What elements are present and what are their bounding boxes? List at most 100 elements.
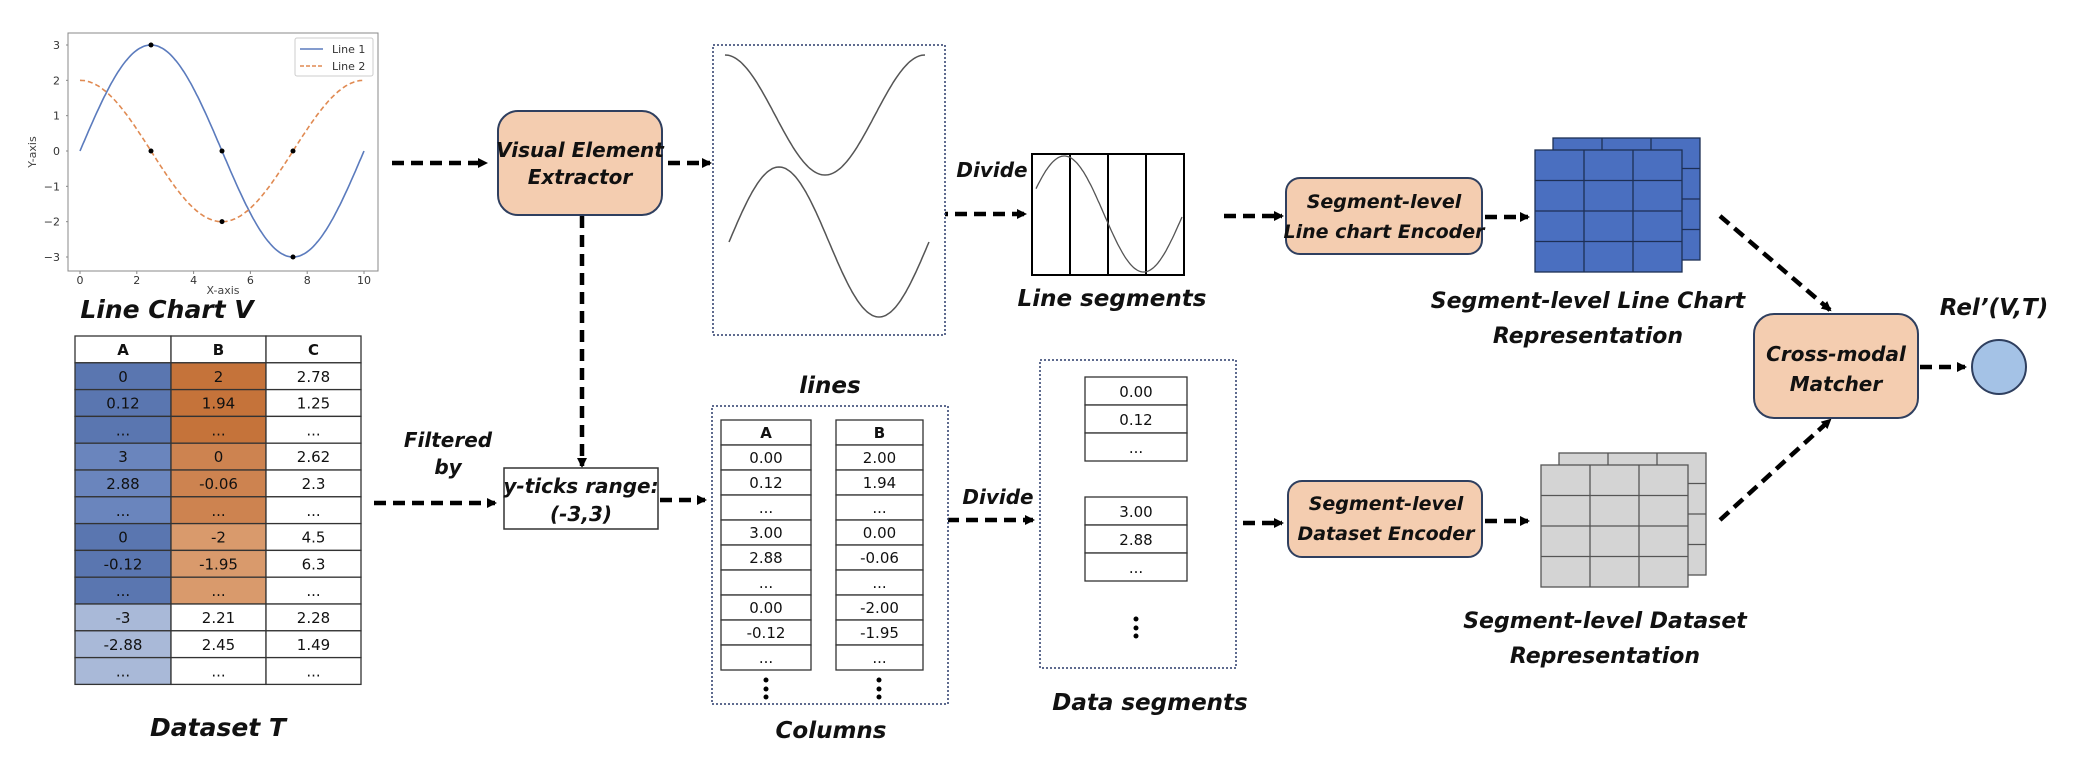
x-axis-label: X-axis (207, 284, 240, 297)
x-tick-label: 8 (304, 274, 311, 287)
data-segments-caption: Data segments (1052, 690, 1248, 716)
table-cell (170, 496, 267, 525)
extracted-line-1 (728, 166, 930, 318)
table-cell-value: 2.45 (202, 636, 235, 654)
rep-chart-caption-line2: Representation (1493, 324, 1683, 349)
table-cell (74, 576, 172, 605)
table-cell-value: 1.49 (297, 636, 330, 654)
table-cell-value: 2.88 (106, 475, 139, 493)
column-cell-value: -1.95 (860, 624, 899, 642)
table-cell-value: 0.12 (106, 395, 139, 413)
table-cell-value: ... (306, 502, 320, 520)
rep-data-caption-line1: Segment-level Dataset (1463, 609, 1748, 634)
table-header-cell (265, 335, 362, 364)
table-cell-value: -0.06 (199, 475, 238, 493)
column-a: A0.000.12...3.002.88...0.00-0.12... (720, 419, 812, 671)
columns-more-dots (763, 677, 882, 700)
table-cell (170, 415, 267, 444)
column-cell (720, 544, 812, 571)
dataset-encoder-label-line1: Segment-level (1309, 493, 1464, 515)
table-header-c: C (308, 341, 319, 359)
table-cell (265, 415, 362, 444)
table-cell (265, 656, 362, 686)
table-cell-value: 2.21 (202, 609, 235, 627)
table-cell-value: 6.3 (302, 555, 326, 573)
columns-caption: Columns (776, 718, 887, 744)
table-cell (265, 630, 362, 659)
extracted-lines-panel (712, 44, 946, 336)
table-cell-value: -3 (116, 609, 131, 627)
dataset-caption: Dataset T (150, 713, 288, 742)
data-segment-cell (1084, 432, 1188, 462)
segment-level-dataset-representation (1540, 452, 1707, 588)
y-tick-label: 2 (53, 74, 60, 87)
segment-level-line-chart-representation (1534, 137, 1701, 273)
y-axis-label: Y-axis (26, 136, 39, 169)
table-cell (74, 388, 172, 418)
column-cell (835, 644, 924, 671)
column-cell-value: 0.12 (749, 474, 782, 492)
y-tick-label: −2 (44, 216, 60, 229)
table-cell (170, 549, 267, 578)
filtered-by-label-line1: Filtered (404, 428, 493, 452)
table-cell (170, 656, 267, 686)
data-segment-value: ... (1129, 559, 1143, 577)
chart-encoder-label-line2: Line chart Encoder (1283, 221, 1486, 243)
filtered-by-label-line2: by (434, 455, 462, 479)
table-cell-value: ... (211, 421, 225, 439)
column-cell-value: 2.88 (749, 549, 782, 567)
matcher-label-line1: Cross-modal (1766, 342, 1907, 366)
legend-line2: Line 2 (332, 60, 365, 73)
y-tick-label: −1 (44, 180, 60, 193)
column-cell-value: ... (872, 649, 886, 667)
data-segment-cell (1084, 552, 1188, 582)
column-cell (835, 469, 924, 496)
y-tick-label: 0 (53, 145, 60, 158)
x-tick-label: 10 (357, 274, 371, 287)
data-segment-value: 0.00 (1119, 383, 1152, 401)
line-chart-caption: Line Chart V (80, 295, 255, 324)
y-tick-label: −3 (44, 251, 60, 264)
column-cell (720, 469, 812, 496)
column-cell-value: 1.94 (863, 474, 896, 492)
column-cell-value: 0.00 (749, 449, 782, 467)
data-segment-value: ... (1129, 439, 1143, 457)
columns-panel: A0.000.12...3.002.88...0.00-0.12... B2.0… (711, 405, 949, 705)
table-header-b: B (213, 341, 224, 359)
data-segment-tables: 0.000.12...3.002.88... (1084, 376, 1188, 582)
table-cell-value: ... (116, 421, 130, 439)
column-cell (720, 519, 812, 546)
column-cell-value: 0.00 (749, 599, 782, 617)
column-cell (720, 594, 812, 621)
arrow-chart-rep-to-matcher (1718, 214, 1832, 312)
table-cell-value: -0.12 (104, 555, 143, 573)
table-cell (74, 469, 172, 498)
column-cell (720, 644, 812, 671)
relevance-output-node (1971, 339, 2027, 395)
y-tick-label: 1 (53, 110, 60, 123)
column-cell-value: 0.00 (863, 524, 896, 542)
column-cell-value: ... (759, 574, 773, 592)
table-header-cell (74, 335, 172, 364)
table-cell (265, 469, 362, 498)
table-cell (74, 496, 172, 525)
dataset-encoder-box: Segment-level Dataset Encoder (1287, 480, 1483, 558)
table-header-a: A (117, 341, 129, 359)
table-cell (74, 549, 172, 578)
table-cell-value: ... (306, 663, 320, 681)
table-cell-value: ... (211, 502, 225, 520)
lines-caption: lines (799, 373, 860, 399)
table-cell (170, 388, 267, 418)
table-cell-value: -2.88 (104, 636, 143, 654)
line-segments (1031, 153, 1185, 276)
table-cell (74, 362, 172, 391)
column-cell-value: -2.00 (860, 599, 899, 617)
data-segment-value: 2.88 (1119, 531, 1152, 549)
table-cell-value: 2.3 (302, 475, 326, 493)
table-cell-value: ... (306, 582, 320, 600)
column-cell-value: -0.06 (860, 549, 899, 567)
divide-label-top: Divide (956, 158, 1027, 182)
